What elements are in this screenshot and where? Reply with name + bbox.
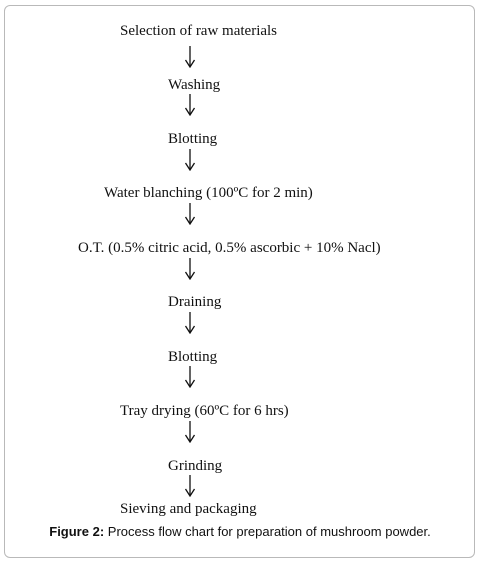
step-selection-of-raw-materials: Selection of raw materials (120, 23, 278, 39)
step-ot-treatment: O.T. (0.5% citric acid, 0.5% ascorbic + … (78, 240, 381, 256)
down-arrow-icon (184, 312, 196, 334)
down-arrow-icon (184, 258, 196, 280)
down-arrow-icon (184, 421, 196, 443)
down-arrow-icon (184, 475, 196, 497)
down-arrow-icon (184, 94, 196, 116)
caption-label: Figure 2: (49, 524, 105, 539)
down-arrow-icon (184, 46, 196, 68)
step-water-blanching: Water blanching (100ºC for 2 min) (104, 185, 313, 201)
figure-caption: Figure 2: Process flow chart for prepara… (0, 524, 480, 540)
step-blotting-2: Blotting (168, 349, 218, 365)
step-draining: Draining (168, 294, 222, 310)
step-tray-drying: Tray drying (60ºC for 6 hrs) (120, 403, 289, 419)
caption-text: Process flow chart for preparation of mu… (104, 524, 431, 539)
figure-frame (4, 5, 475, 558)
step-blotting-1: Blotting (168, 131, 218, 147)
step-washing: Washing (168, 77, 221, 93)
down-arrow-icon (184, 149, 196, 171)
down-arrow-icon (184, 203, 196, 225)
down-arrow-icon (184, 366, 196, 388)
step-grinding: Grinding (168, 458, 223, 474)
step-sieving-and-packaging: Sieving and packaging (120, 501, 257, 517)
